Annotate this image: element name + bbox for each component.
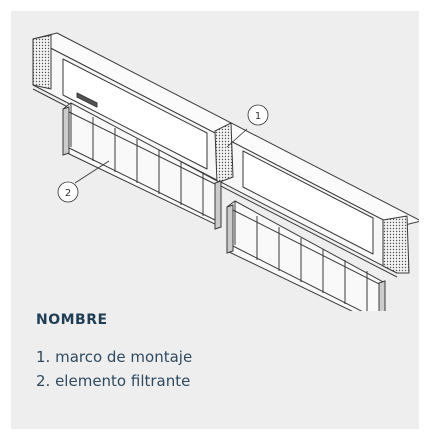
callout-2-circle: [57, 181, 79, 203]
info-card: 1 2 NOMBRE 1. marco de montaje 2. elemen…: [11, 11, 419, 429]
filter-element-right: [226, 200, 386, 311]
list-item: 2. elemento filtrante: [36, 372, 191, 390]
callout-1: 1: [226, 104, 269, 148]
callout-1-number: 1: [255, 111, 261, 122]
parts-list: 1. marco de montaje 2. elemento filtrant…: [36, 345, 192, 393]
callout-1-leader: [226, 128, 248, 148]
parts-diagram: 1 2: [32, 32, 419, 311]
list-item: 1. marco de montaje: [36, 348, 193, 366]
callout-2-number: 2: [65, 188, 71, 199]
section-heading: NOMBRE: [36, 312, 108, 328]
callout-2: 2: [57, 160, 110, 203]
mounting-frame: [32, 32, 419, 278]
filter-element-left: [62, 102, 222, 230]
callout-1-circle: [247, 104, 269, 126]
callout-2-leader: [74, 160, 110, 184]
